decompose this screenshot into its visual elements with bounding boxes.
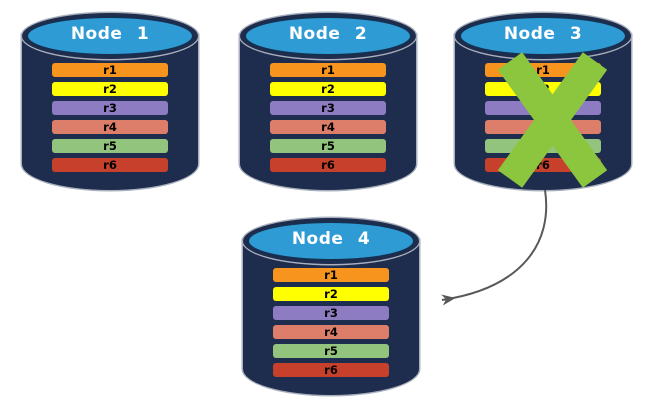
- replica-row: r1: [270, 63, 386, 77]
- replica-row: r4: [52, 120, 168, 134]
- node-4-cylinder-cap: [247, 221, 415, 261]
- failure-x-icon: [497, 52, 608, 188]
- node-4-cylinder: Node 4 r1 r2 r3 r4 r5 r6: [243, 218, 419, 395]
- replica-row: r5: [270, 139, 386, 153]
- node-1-replica-list: r1 r2 r3 r4 r5 r6: [52, 63, 168, 172]
- node-2-cylinder-cap: [244, 16, 412, 56]
- node-1-cylinder-cap: [26, 16, 194, 56]
- replica-row: r2: [273, 287, 389, 301]
- node-2-replica-list: r1 r2 r3 r4 r5 r6: [270, 63, 386, 172]
- replica-row: r1: [273, 268, 389, 282]
- replica-row: r5: [273, 344, 389, 358]
- replica-row: r3: [52, 101, 168, 115]
- replacement-arrow: [441, 189, 548, 306]
- node-title: Node 4: [291, 229, 371, 249]
- replica-row: r4: [270, 120, 386, 134]
- replica-row: r3: [270, 101, 386, 115]
- node-title: Node 2: [288, 24, 368, 44]
- replica-row: r1: [52, 63, 168, 77]
- node-3-cylinder: Node 3 r1 r2 r3 r4 r5 r6: [455, 13, 631, 190]
- replica-row: r6: [52, 158, 168, 172]
- node-1-cylinder: Node 1 r1 r2 r3 r4 r5 r6: [22, 13, 198, 190]
- replica-row: r4: [273, 325, 389, 339]
- node-3-cylinder-cap: [459, 16, 627, 56]
- node-title: Node 1: [70, 24, 150, 44]
- replica-row: r2: [270, 82, 386, 96]
- node-4-replica-list: r1 r2 r3 r4 r5 r6: [273, 268, 389, 377]
- node-2-cylinder: Node 2 r1 r2 r3 r4 r5 r6: [240, 13, 416, 190]
- replica-row: r6: [273, 363, 389, 377]
- replica-row: r2: [52, 82, 168, 96]
- replica-row: r6: [270, 158, 386, 172]
- replica-row: r3: [273, 306, 389, 320]
- node-title: Node 3: [503, 24, 583, 44]
- replica-row: r5: [52, 139, 168, 153]
